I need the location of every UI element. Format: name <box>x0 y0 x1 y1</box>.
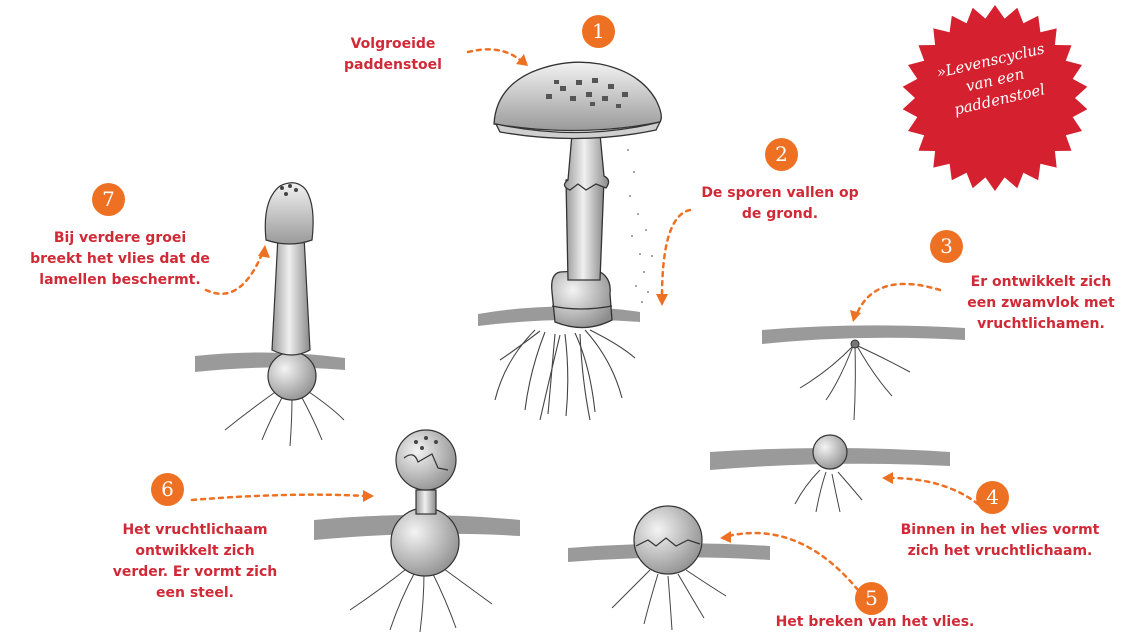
stage-label-7-line: breekt het vlies dat de <box>15 249 225 270</box>
stage-label-4-line: zich het vruchtlichaam. <box>880 541 1120 562</box>
stage-label-3-line: een zwamvlok met <box>955 293 1127 314</box>
arrow-1-head <box>516 54 528 66</box>
stage-number-badge-1: 1 <box>582 15 615 48</box>
stage-number-badge-3: 3 <box>930 230 963 263</box>
stage-number-badge-7: 7 <box>92 183 125 216</box>
stage-label-4: Binnen in het vlies vormt zich het vruch… <box>880 520 1120 562</box>
breaking-veil-illustration <box>568 506 770 630</box>
stage-label-2-line: de grond. <box>675 204 885 225</box>
arrow-5 <box>728 533 858 590</box>
arrow-2-head <box>656 294 668 306</box>
arrow-6-head <box>363 490 374 502</box>
stage-label-3-line: Er ontwikkelt zich <box>955 272 1127 293</box>
arrow-4-head <box>882 472 893 484</box>
stage-label-2: De sporen vallen op de grond. <box>675 183 885 225</box>
stage-label-6-line: verder. Er vormt zich <box>95 562 295 583</box>
stage-label-6-line: Het vruchtlichaam <box>95 520 295 541</box>
stage-number-badge-5: 5 <box>855 582 888 615</box>
arrow-1 <box>468 49 520 60</box>
button-stage-illustration <box>710 435 950 512</box>
stage-label-3: Er ontwikkelt zich een zwamvlok met vruc… <box>955 272 1127 335</box>
stage-label-7-line: lamellen beschermt. <box>15 270 225 291</box>
elongating-mushroom-illustration <box>195 183 345 446</box>
stage-label-4-line: Binnen in het vlies vormt <box>880 520 1120 541</box>
stage-label-7-line: Bij verdere groei <box>15 228 225 249</box>
stage-label-3-line: vruchtlichamen. <box>955 314 1127 335</box>
stage-label-5-line: Het breken van het vlies. <box>765 612 985 633</box>
arrow-4 <box>890 478 978 504</box>
stage-label-6-line: ontwikkelt zich <box>95 541 295 562</box>
stage-label-2-line: De sporen vallen op <box>675 183 885 204</box>
stage-label-1-line: paddenstoel <box>318 55 468 76</box>
arrow-5-head <box>720 531 731 543</box>
stage-number-badge-4: 4 <box>976 481 1009 514</box>
mature-mushroom-illustration <box>478 62 661 420</box>
arrow-3 <box>856 284 940 316</box>
stage-number-badge-6: 6 <box>151 473 184 506</box>
stage-number-badge-2: 2 <box>765 138 798 171</box>
stage-label-7: Bij verdere groei breekt het vlies dat d… <box>15 228 225 291</box>
arrow-7-head <box>258 245 270 258</box>
stage-label-1-line: Volgroeide <box>318 34 468 55</box>
stage-label-6-line: een steel. <box>95 583 295 604</box>
stage-label-6: Het vruchtlichaam ontwikkelt zich verder… <box>95 520 295 604</box>
stage-label-1: Volgroeide paddenstoel <box>318 34 468 76</box>
arrow-3-head <box>850 310 861 322</box>
stage-label-5: Het breken van het vlies. <box>765 612 985 633</box>
mycelium-illustration <box>762 325 965 420</box>
arrow-6 <box>192 495 366 500</box>
young-fruiting-body-illustration <box>314 430 520 632</box>
